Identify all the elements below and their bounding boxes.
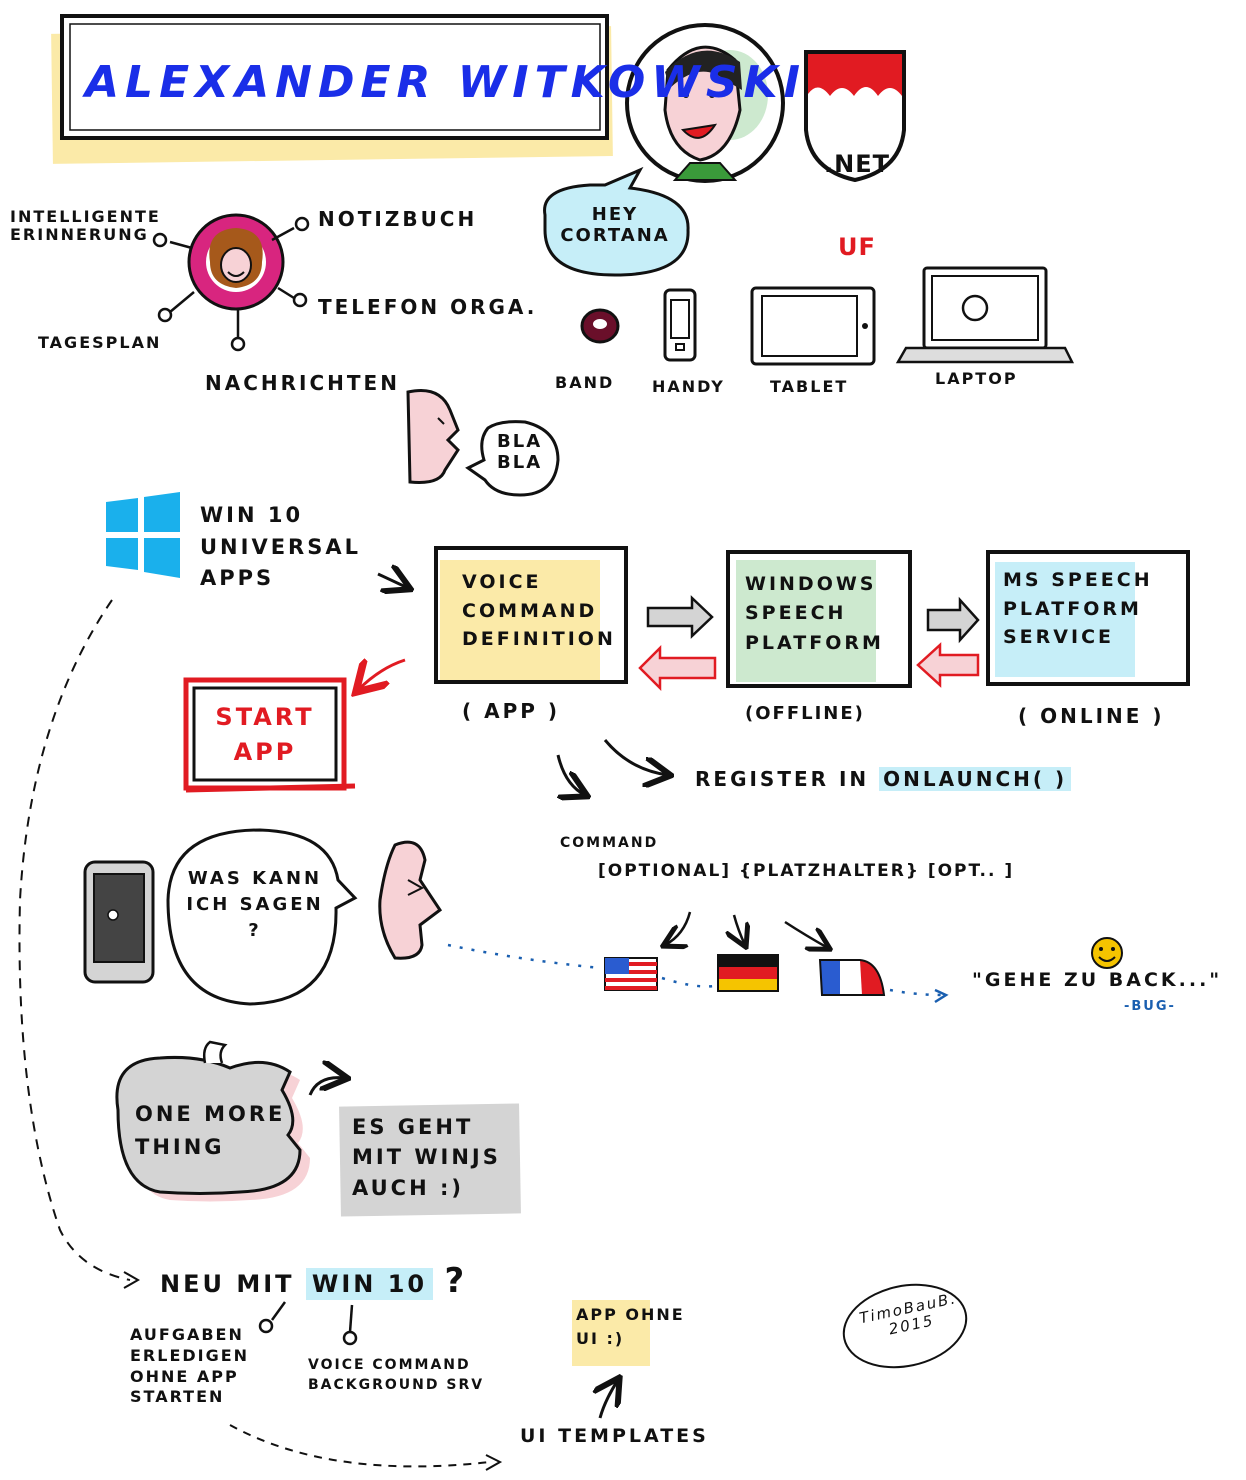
device-handy-label: HANDY (652, 378, 725, 396)
feature-notebook: NOTIZBUCH (318, 208, 477, 231)
device-laptop-label: LAPTOP (935, 370, 1018, 388)
vcd-label: VOICE COMMAND DEFINITION (462, 568, 616, 654)
head-to-flags-dots (448, 945, 600, 968)
french-flag (820, 960, 884, 995)
device-tablet-label: TABLET (770, 378, 848, 396)
vcd-to-command-arrow (558, 755, 585, 795)
winjs-text: ES GEHT MIT WINJS AUCH :) (352, 1112, 501, 1203)
speaker-name: Alexander Witkowski (85, 58, 806, 109)
command-label: COMMAND (560, 835, 658, 851)
new-item-connectors (260, 1302, 356, 1344)
mssps-label: MS SPEECH PLATFORM SERVICE (1003, 566, 1153, 652)
mssps-sub: ( ONLINE ) (1018, 705, 1165, 728)
feature-dayplan: TAGESPLAN (38, 334, 161, 352)
new-prefix: NEU MIT (160, 1270, 295, 1298)
wsp-label: WINDOWS SPEECH PLATFORM (745, 570, 884, 658)
talking-head (408, 390, 458, 482)
hey-cortana-text: HEY CORTANA (560, 205, 670, 246)
feature-phone: TELEFON ORGA. (318, 296, 537, 319)
german-flag (718, 955, 778, 991)
win10-apps-label: WIN 10 UNIVERSAL APPS (200, 500, 361, 595)
tasks-text: AUFGABEN ERLEDIGEN OHNE APP STARTEN (130, 1325, 249, 1408)
register-method: ONLAUNCH( ) (879, 767, 1071, 791)
new-question: ? (444, 1261, 467, 1301)
logo-text: .NET UF (814, 96, 900, 289)
new-with-label: NEU MIT WIN 10 ? (160, 1262, 467, 1301)
register-label: REGISTER IN ONLAUNCH( ) (695, 768, 1071, 791)
user-head (380, 842, 440, 958)
quote-text: "GEHE ZU BACK..." (972, 970, 1222, 992)
logo-net: .NET (814, 151, 900, 179)
apple-to-winjs-arrow (310, 1078, 345, 1095)
vcd-sub: ( APP ) (462, 700, 560, 723)
templates-dashed-arrowhead (486, 1455, 500, 1470)
question-text: WAS KANN ICH SAGEN ? (180, 866, 330, 944)
smiley-icon (1092, 938, 1122, 968)
band-icon (582, 310, 618, 342)
command-syntax: [OPTIONAL] {PLATZHALTER} [OPT.. ] (598, 862, 1014, 882)
tablet-icon (752, 288, 874, 364)
device-band-label: BAND (555, 374, 614, 392)
templates-to-noui-arrow (600, 1380, 618, 1418)
logo-uf: UF (814, 234, 900, 262)
feature-reminder: INTELLIGENTE ERINNERUNG (10, 208, 161, 245)
us-flag (605, 958, 657, 990)
voice-bg-text: VOICE COMMAND BACKGROUND SRV (308, 1355, 484, 1396)
start-app-label: START APP (200, 700, 330, 770)
register-prefix: REGISTER IN (695, 767, 869, 791)
laptop-icon (898, 268, 1072, 362)
handy-icon (665, 290, 695, 360)
cortana-avatar (189, 215, 283, 309)
phone-icon (85, 862, 153, 982)
windows-logo (106, 492, 180, 578)
win10-to-vcd-arrow (378, 574, 408, 588)
bug-label: -BUG- (1124, 1000, 1176, 1015)
flags-dots-1 (662, 978, 720, 986)
app-no-ui-text: APP OHNE UI :) (576, 1303, 685, 1351)
new-highlight: WIN 10 (306, 1268, 433, 1300)
bla-bla-text: BLA BLA (497, 432, 542, 473)
win10-dashed-arrowhead (124, 1272, 138, 1288)
command-to-flags-arrows (665, 912, 828, 948)
ui-templates-text: UI TEMPLATES (520, 1426, 709, 1448)
vcd-to-register-arrow (605, 740, 668, 775)
feature-messages: NACHRICHTEN (205, 372, 400, 395)
wsp-sub: (OFFLINE) (745, 704, 865, 725)
tasks-to-templates-dashed (230, 1425, 490, 1466)
apple-text: ONE MORE THING (135, 1098, 285, 1163)
vcd-to-start-arrow (358, 660, 405, 690)
